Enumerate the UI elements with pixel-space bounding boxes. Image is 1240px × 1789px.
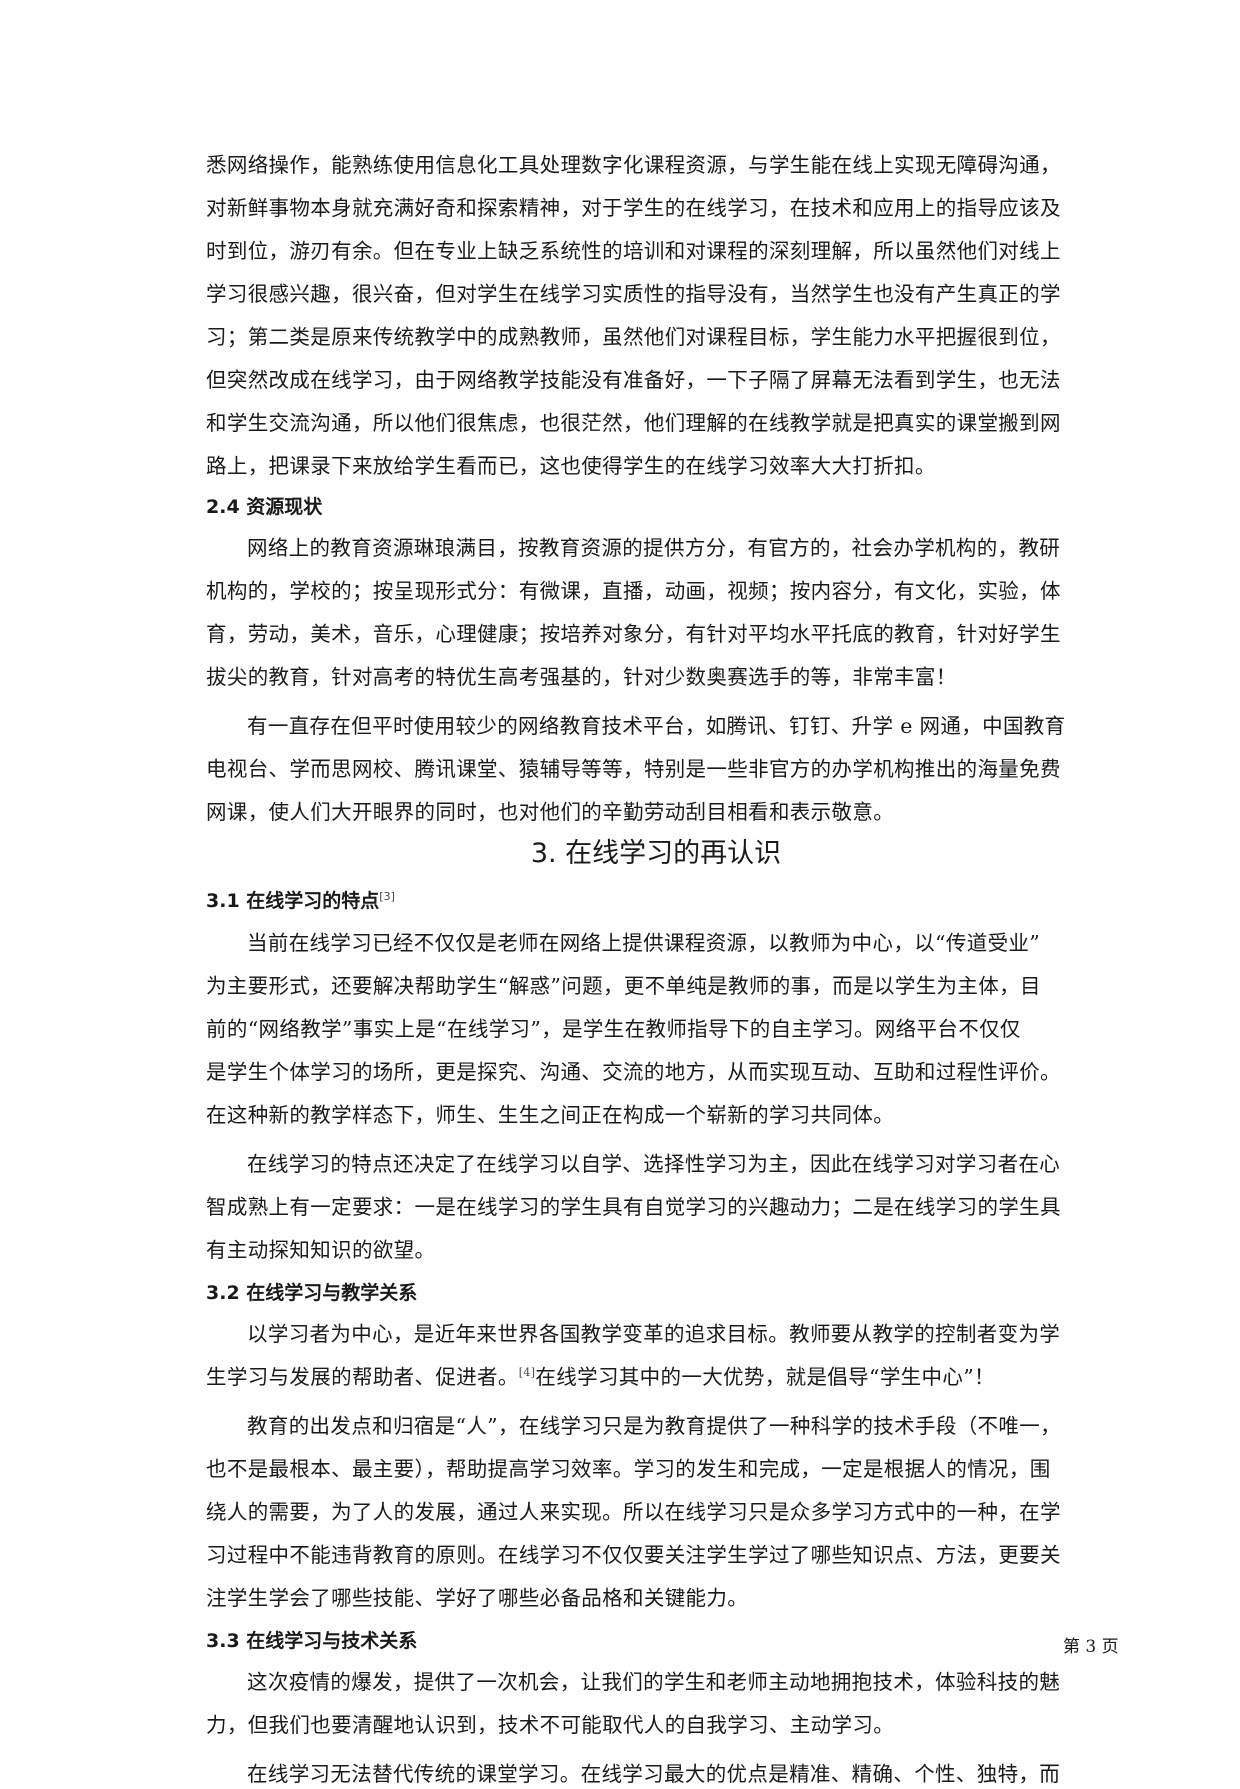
text-span: 在线学习其中的一大优势，就是倡导“学生中心”！ bbox=[535, 1365, 995, 1389]
text-line: 教育的出发点和归宿是“人”，在线学习只是为教育提供了一种科学的技术手段（不唯一， bbox=[247, 1414, 1061, 1438]
text-line: 时到位，游刃有余。但在专业上缺乏系统性的培训和对课程的深刻理解，所以虽然他们对线… bbox=[206, 239, 1061, 263]
section-heading-3-3: 3.3 在线学习与技术关系 bbox=[206, 1630, 418, 1652]
text-line: 有一直存在但平时使用较少的网络教育技术平台，如腾讯、钉钉、升学 e 网通，中国教… bbox=[247, 714, 1066, 738]
section-heading-3-1-text: 3.1 在线学习的特点 bbox=[206, 890, 380, 912]
text-line: 绕人的需要，为了人的发展，通过人来实现。所以在线学习只是众多学习方式中的一种，在… bbox=[206, 1500, 1061, 1524]
text-line: 但突然改成在线学习，由于网络教学技能没有准备好，一下子隔了屏幕无法看到学生，也无… bbox=[206, 368, 1061, 392]
text-line: 有主动探知知识的欲望。 bbox=[206, 1238, 436, 1262]
citation-ref-3[interactable]: [3] bbox=[379, 890, 395, 903]
chapter-heading-3: 3. 在线学习的再认识 bbox=[530, 838, 782, 869]
text-line: 力，但我们也要清醒地认识到，技术不可能取代人的自我学习、主动学习。 bbox=[206, 1713, 895, 1737]
text-line: 对新鲜事物本身就充满好奇和探索精神，对于学生的在线学习，在技术和应用上的指导应该… bbox=[206, 196, 1061, 220]
section-heading-3-2: 3.2 在线学习与教学关系 bbox=[206, 1282, 418, 1304]
text-line: 网络上的教育资源琳琅满目，按教育资源的提供方分，有官方的，社会办学机构的，教研 bbox=[247, 536, 1061, 560]
text-line: 在这种新的教学样态下，师生、生生之间正在构成一个崭新的学习共同体。 bbox=[206, 1103, 895, 1127]
text-line: 习；第二类是原来传统教学中的成熟教师，虽然他们对课程目标，学生能力水平把握很到位… bbox=[206, 325, 1061, 349]
text-line: 为主要形式，还要解决帮助学生“解惑”问题，更不单纯是教师的事，而是以学生为主体，… bbox=[206, 974, 1041, 998]
section-heading-3-1: 3.1 在线学习的特点[3] bbox=[206, 886, 395, 916]
text-line: 路上，把课录下来放给学生看而已，这也使得学生的在线学习效率大大打折扣。 bbox=[206, 454, 936, 478]
text-line: 习过程中不能违背教育的原则。在线学习不仅仅要关注学生学过了哪些知识点、方法，更要… bbox=[206, 1543, 1061, 1567]
text-line: 注学生学会了哪些技能、学好了哪些必备品格和关键能力。 bbox=[206, 1586, 749, 1610]
text-line: 育，劳动，美术，音乐，心理健康；按培养对象分，有针对平均水平托底的教育，针对好学… bbox=[206, 622, 1061, 646]
text-line: 生学习与发展的帮助者、促进者。[4]在线学习其中的一大优势，就是倡导“学生中心”… bbox=[206, 1362, 995, 1392]
text-line: 和学生交流沟通，所以他们很焦虑，也很茫然，他们理解的在线教学就是把真实的课堂搬到… bbox=[206, 411, 1061, 435]
text-line: 当前在线学习已经不仅仅是老师在网络上提供课程资源，以教师为中心，以“传道受业” bbox=[247, 931, 1041, 955]
text-line: 电视台、学而思网校、腾讯课堂、猿辅导等等，特别是一些非官方的办学机构推出的海量免… bbox=[206, 757, 1061, 781]
section-heading-2-4: 2.4 资源现状 bbox=[206, 496, 323, 518]
text-line: 在线学习的特点还决定了在线学习以自学、选择性学习为主，因此在线学习对学习者在心 bbox=[247, 1152, 1061, 1176]
text-line: 悉网络操作，能熟练使用信息化工具处理数字化课程资源，与学生能在线上实现无障碍沟通… bbox=[206, 153, 1061, 177]
page-number: 第 3 页 bbox=[1063, 1637, 1119, 1657]
text-line: 也不是最根本、最主要），帮助提高学习效率。学习的发生和完成，一定是根据人的情况，… bbox=[206, 1457, 1051, 1481]
text-line: 学习很感兴趣，很兴奋，但对学生在线学习实质性的指导没有，当然学生也没有产生真正的… bbox=[206, 282, 1061, 306]
text-line: 是学生个体学习的场所，更是探究、沟通、交流的地方，从而实现互动、互助和过程性评价… bbox=[206, 1060, 1061, 1084]
text-line: 机构的，学校的；按呈现形式分：有微课，直播，动画，视频；按内容分，有文化，实验，… bbox=[206, 579, 1061, 603]
citation-ref-4[interactable]: [4] bbox=[518, 1366, 536, 1379]
text-line: 网课，使人们大开眼界的同时，也对他们的辛勤劳动刮目相看和表示敬意。 bbox=[206, 800, 895, 824]
text-line: 前的“网络教学”事实上是“在线学习”，是学生在教师指导下的自主学习。网络平台不仅… bbox=[206, 1017, 1021, 1041]
text-line: 以学习者为中心，是近年来世界各国教学变革的追求目标。教师要从教学的控制者变为学 bbox=[247, 1322, 1061, 1346]
text-span: 生学习与发展的帮助者、促进者。 bbox=[206, 1365, 519, 1389]
text-line: 在线学习无法替代传统的课堂学习。在线学习最大的优点是精准、精确、个性、独特，而 bbox=[247, 1762, 1061, 1786]
text-line: 智成熟上有一定要求：一是在线学习的学生具有自觉学习的兴趣动力；二是在线学习的学生… bbox=[206, 1195, 1061, 1219]
text-line: 这次疫情的爆发，提供了一次机会，让我们的学生和老师主动地拥抱技术，体验科技的魅 bbox=[247, 1670, 1061, 1694]
text-line: 拔尖的教育，针对高考的特优生高考强基的，针对少数奥赛选手的等，非常丰富！ bbox=[206, 665, 957, 689]
